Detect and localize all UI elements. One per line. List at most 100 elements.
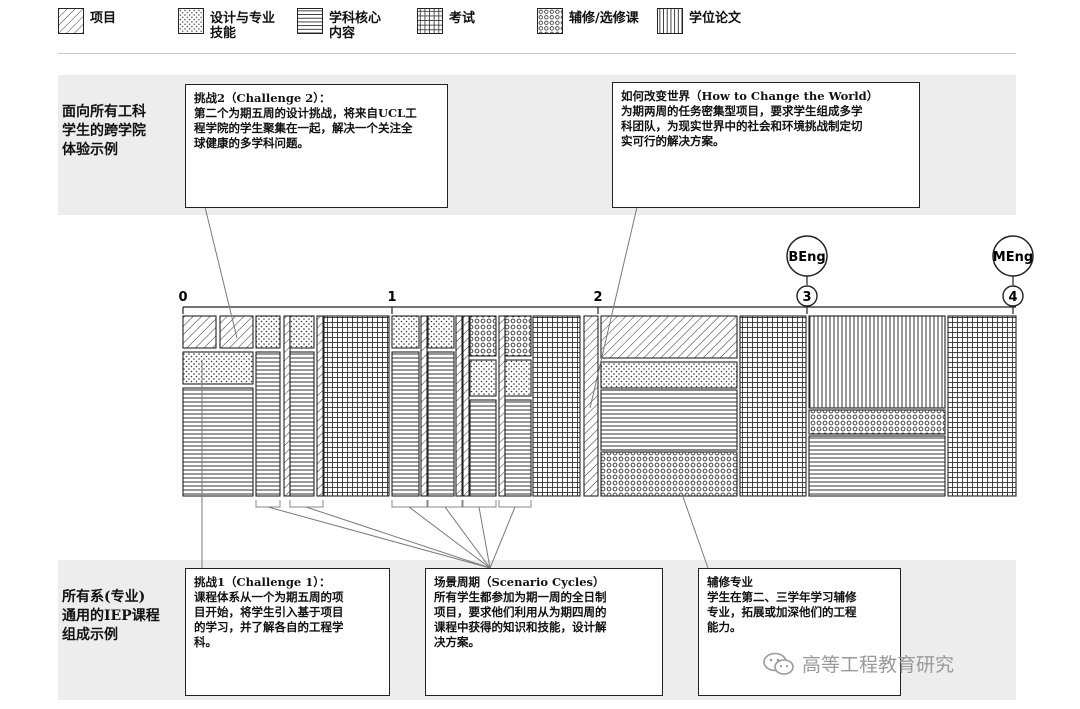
leader-scenario-4	[444, 506, 491, 569]
leader-how-to-change	[589, 206, 638, 409]
block-design-y1a	[182, 351, 254, 385]
legend-swatch-thesis	[657, 8, 683, 34]
block-core-y1b	[255, 351, 281, 497]
scenario-bracket-6	[498, 500, 532, 508]
block-core-y2b	[504, 399, 532, 497]
tick-circle-3	[796, 285, 818, 307]
legend-label-project: 项目	[90, 11, 117, 26]
leader-lines	[201, 206, 709, 569]
legend-label-exam: 考试	[449, 11, 476, 26]
block-thesis-y4	[808, 315, 946, 409]
block-core-y1c	[289, 351, 315, 497]
callout-challenge1-title: 挑战1（Challenge 1）：	[194, 575, 331, 589]
scenario-bracket-3	[391, 500, 428, 508]
block-exam-y4	[947, 315, 1017, 497]
block-scenario-3	[420, 315, 428, 497]
block-scenario-5	[462, 315, 470, 497]
block-design-y1c	[289, 315, 315, 349]
callout-minor: 辅修专业 学生在第二、三学年学习辅修 专业，拓展或加深他们的工程 能力。	[698, 568, 901, 696]
leader-scenario-1	[267, 506, 491, 569]
block-scenario-1	[283, 315, 291, 497]
tick-label-2: 2	[593, 290, 602, 305]
tick-label-1: 1	[387, 290, 396, 305]
callout-challenge1: 挑战1（Challenge 1）： 课程体系从一个为期五周的项 目开始，将学生引…	[185, 568, 390, 696]
degree-marker-beng: BEng	[786, 235, 828, 285]
callout-how-to-change-the-world: 如何改变世界（How to Change the World） 为期两周的任务密…	[612, 82, 920, 208]
legend-item-exam: 考试	[417, 8, 475, 34]
leader-scenario-2	[305, 506, 491, 569]
tick-circle-4	[1002, 285, 1024, 307]
block-how-to-change-the-world	[583, 315, 599, 497]
callout-scenario-cycles: 场景周期（Scenario Cycles） 所有学生都参加为期一周的全日制 项目…	[425, 568, 663, 696]
legend-item-thesis: 学位论文	[657, 8, 741, 34]
top-band-label: 面向所有工科 学生的跨学院 体验示例	[62, 104, 146, 158]
block-core-y1d	[391, 351, 420, 497]
block-design-y1e	[427, 315, 455, 349]
scenario-bracket-2	[289, 500, 324, 508]
legend-label-core: 学科核心 内容	[329, 11, 382, 41]
block-minor-y2a	[469, 315, 497, 357]
block-scenario-4	[455, 315, 463, 497]
legend-item-project: 项目	[58, 8, 116, 34]
legend-swatch-design	[178, 8, 204, 34]
legend-divider	[58, 53, 1016, 54]
wechat-icon	[763, 652, 794, 675]
block-exam-y2	[532, 315, 581, 497]
block-minor-y3	[600, 451, 738, 497]
block-design-y2b	[504, 359, 532, 397]
callout-challenge2-title: 挑战2（Challenge 2）：	[194, 91, 331, 105]
watermark: 高等工程教育研究	[762, 650, 954, 677]
legend-item-core: 学科核心 内容	[297, 8, 381, 41]
tick-label-4: 4	[1008, 290, 1017, 305]
block-core-y2a	[469, 399, 497, 497]
block-project-y3	[600, 315, 738, 359]
scenario-bracket-1	[255, 500, 281, 508]
block-core-y4	[808, 435, 946, 497]
block-design-y3	[600, 361, 738, 389]
scenario-brackets	[255, 500, 532, 508]
scenario-bracket-4	[427, 500, 463, 508]
block-scenario-6	[498, 315, 506, 497]
block-exam-y3	[739, 315, 807, 497]
callout-how-to-change-body: 为期两周的任务密集型项目，要求学生组成多学 科团队，为现实世界中的社会和环境挑战…	[621, 104, 863, 148]
block-design-y2a	[469, 359, 497, 397]
degree-circle-beng	[786, 235, 828, 277]
callout-minor-title: 辅修专业	[707, 575, 753, 589]
block-minor-y2b	[504, 315, 532, 357]
legend: 项目 设计与专业 技能 学科核心 内容 考试 辅修/选修课 学位论文	[0, 6, 1080, 50]
bottom-band-label: 所有系(专业) 通用的IEP课程 组成示例	[62, 589, 160, 643]
degree-circle-meng	[992, 235, 1034, 277]
block-challenge1-a	[182, 315, 217, 349]
legend-item-minor: 辅修/选修课	[537, 8, 639, 34]
callout-challenge2-body: 第二个为期五周的设计挑战，将来自UCL工 程学院的学生聚集在一起，解决一个关注全…	[194, 106, 417, 150]
legend-label-minor: 辅修/选修课	[569, 11, 639, 26]
legend-label-thesis: 学位论文	[689, 11, 742, 26]
tick-label-3: 3	[802, 290, 811, 305]
legend-swatch-minor	[537, 8, 563, 34]
curriculum-blocks	[182, 315, 1017, 497]
legend-label-design: 设计与专业 技能	[210, 11, 276, 41]
callout-scenario-title: 场景周期（Scenario Cycles）	[434, 575, 605, 589]
block-scenario-2	[316, 315, 324, 497]
scenario-bracket-5	[462, 500, 497, 508]
block-exam-y1	[323, 315, 390, 497]
leader-scenario-5	[478, 506, 491, 569]
block-challenge1-b	[219, 315, 254, 349]
callout-challenge1-body: 课程体系从一个为期五周的项 目开始，将学生引入基于项目 的学习，并了解各自的工程…	[194, 590, 344, 649]
legend-swatch-project	[58, 8, 84, 34]
block-core-y3	[600, 389, 738, 451]
callout-scenario-body: 所有学生都参加为期一周的全日制 项目，要求他们利用从为期四周的 课程中获得的知识…	[434, 590, 607, 649]
leader-minor	[681, 493, 709, 569]
watermark-text: 高等工程教育研究	[802, 654, 955, 676]
degree-label-beng: BEng	[788, 250, 825, 265]
block-design-y1b	[255, 315, 281, 349]
leader-scenario-6	[489, 506, 516, 569]
leader-scenario-3	[408, 506, 491, 569]
degree-marker-meng: MEng	[992, 235, 1034, 285]
legend-swatch-exam	[417, 8, 443, 34]
block-design-y1d	[391, 315, 420, 349]
callout-challenge2: 挑战2（Challenge 2）： 第二个为期五周的设计挑战，将来自UCL工 程…	[185, 84, 448, 208]
callout-minor-body: 学生在第二、三学年学习辅修 专业，拓展或加深他们的工程 能力。	[707, 590, 857, 634]
